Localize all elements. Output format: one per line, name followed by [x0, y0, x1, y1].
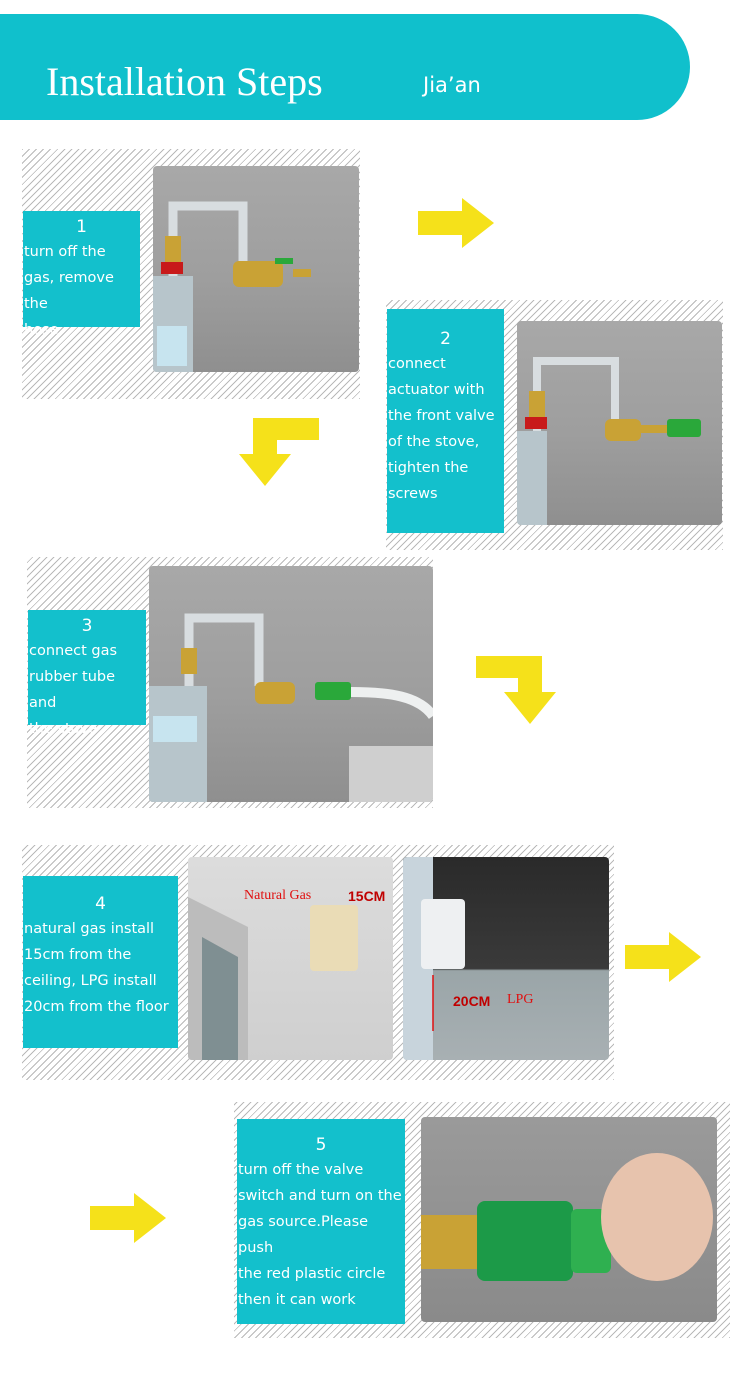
natural-gas-label: Natural Gas — [244, 888, 312, 903]
detector-ceiling-illustration — [188, 897, 358, 1060]
step-5-card: 5 turn off the valve switch and turn on … — [237, 1119, 405, 1324]
step-4-photo-natural-gas: Natural Gas 15CM — [188, 857, 393, 1060]
step-number: 3 — [81, 616, 93, 636]
step-description: connect actuator with the front valve of… — [388, 356, 495, 502]
natural-gas-distance-label: 15CM — [348, 888, 386, 904]
arrow-turn-down-icon — [239, 418, 319, 486]
step-number: 4 — [95, 894, 106, 914]
push-button-illustration — [421, 1153, 713, 1281]
step-description: turn off the gas, remove the hose — [24, 244, 114, 338]
step-2-photo — [517, 321, 722, 525]
arrow-right-icon — [90, 1193, 166, 1243]
step-3-photo — [149, 566, 433, 802]
step-description: connect gas rubber tube and the stove — [29, 643, 118, 737]
arrow-turn-down-icon — [476, 656, 556, 724]
header-banner: Installation Steps Jia’an — [0, 14, 690, 120]
pipe-valve-illustration — [153, 201, 311, 372]
step-number: 2 — [440, 329, 451, 349]
step-number: 1 — [76, 217, 87, 237]
lpg-label: LPG — [507, 992, 534, 1007]
arrow-right-icon — [418, 198, 494, 248]
step-1-photo — [153, 166, 359, 372]
step-3-card: 3 connect gas rubber tube and the stove — [28, 610, 146, 737]
gas-tube-illustration — [149, 613, 433, 802]
step-4-card: 4 natural gas install 15cm from the ceil… — [23, 876, 178, 1048]
step-5-photo — [421, 1117, 717, 1322]
step-description: natural gas install 15cm from the ceilin… — [24, 921, 169, 1015]
step-1-card: 1 turn off the gas, remove the hose — [23, 211, 140, 338]
detector-floor-illustration — [403, 857, 465, 1060]
step-4-photo-lpg: 20CM LPG — [403, 857, 609, 1060]
lpg-distance-label: 20CM — [453, 993, 491, 1009]
actuator-installed-illustration — [517, 357, 701, 525]
page-title: Installation Steps — [46, 59, 323, 104]
arrow-right-icon — [625, 932, 701, 982]
step-number: 5 — [315, 1135, 327, 1155]
brand-name: Jia’an — [423, 73, 481, 97]
step-description: turn off the valve switch and turn on th… — [238, 1162, 402, 1308]
step-2-card: 2 connect actuator with the front valve … — [387, 309, 504, 533]
